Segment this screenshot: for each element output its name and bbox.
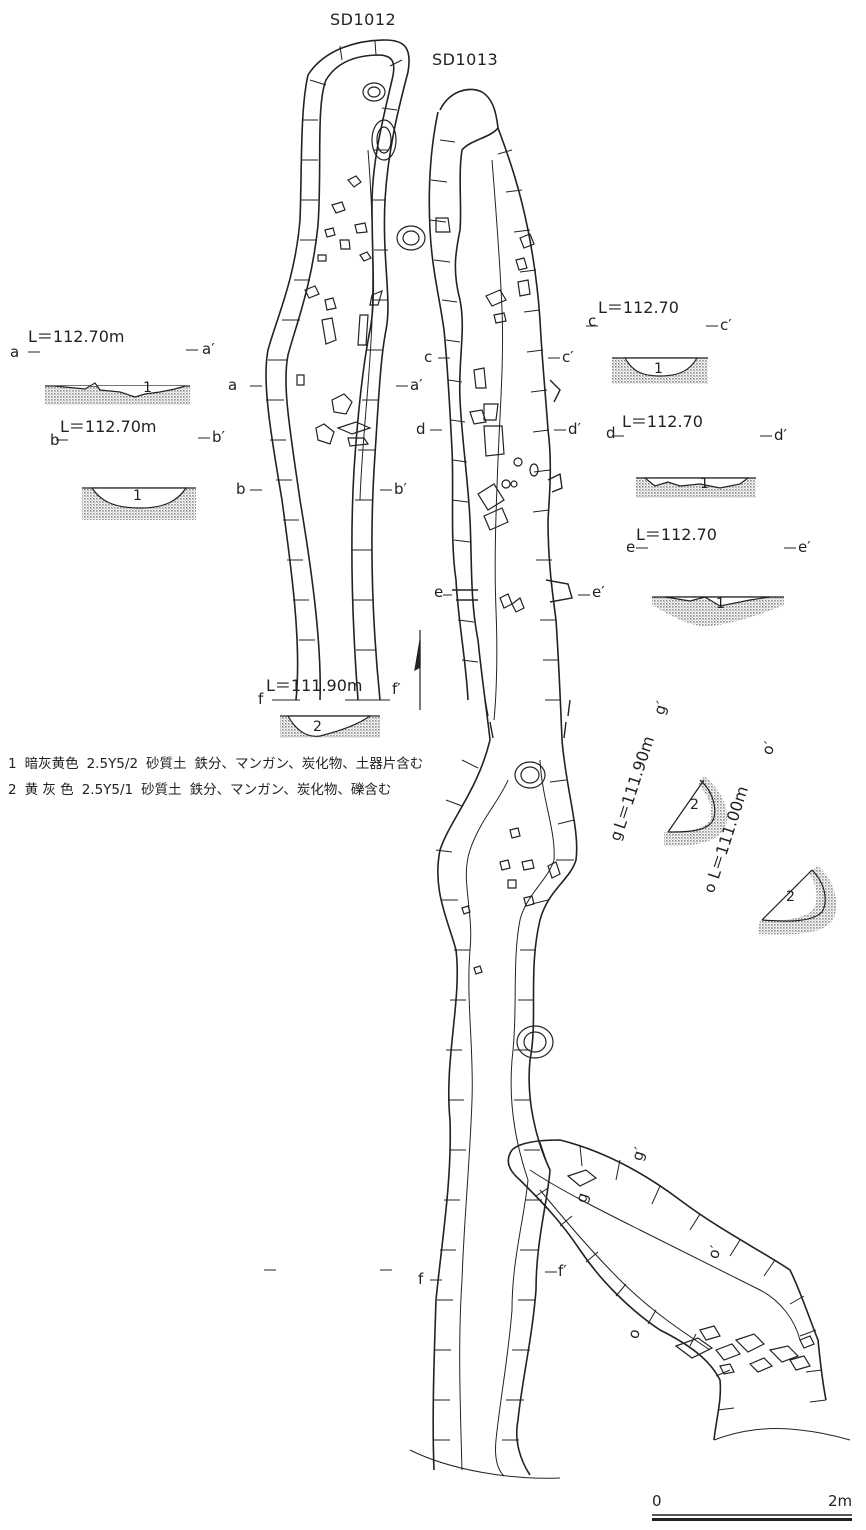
sd1013-lower-inner — [459, 779, 509, 1471]
plan-b-start: b — [236, 480, 246, 498]
section-c-layer: 1 — [654, 361, 663, 377]
sd1013-right-bank — [497, 127, 563, 741]
sd1012-stones — [296, 82, 397, 447]
legend-2-no: 2 — [8, 782, 17, 798]
legend-1-inclusions: 鉄分、マンガン、炭化物、土器片含む — [194, 756, 424, 772]
profile-a — [45, 382, 190, 405]
section-e-elevation: L＝112.70 — [636, 525, 717, 544]
sd1013-center-line — [491, 159, 504, 721]
section-e-notch — [452, 379, 573, 603]
sd1012-plan — [265, 39, 410, 701]
section-f-elevation: L＝111.90m — [266, 676, 363, 695]
branch-channel — [507, 1139, 851, 1441]
plan-c-start: c — [424, 348, 433, 366]
legend-row-2: 2 黄 灰 色 2.5Y5/1 砂質土鉄分、マンガン、炭化物、礫含む — [8, 782, 399, 798]
sd1012-hachures — [266, 40, 403, 651]
sd1013-outer-left — [439, 88, 499, 741]
section-o-layer: 2 — [786, 889, 795, 905]
plan-d-start: d — [416, 420, 426, 438]
profile-e — [652, 596, 784, 627]
section-b-elevation: L＝112.70m — [60, 417, 157, 436]
legend-2-inclusions: 鉄分、マンガン、炭化物、礫含む — [189, 782, 392, 798]
section-d-layer: 1 — [700, 476, 709, 492]
sd1013-title: SD1013 — [432, 50, 499, 69]
branch-stones — [566, 1169, 815, 1375]
scale-bar — [652, 1514, 852, 1521]
sd1013-bottom-arc — [409, 1449, 561, 1479]
sd1013-plan — [409, 88, 578, 1479]
sd1013-lower-right — [515, 739, 578, 1476]
profile-g — [664, 776, 728, 846]
legend-1-soil: 砂質土 — [146, 756, 187, 772]
sd1013-inner-right — [495, 759, 555, 1477]
plan-f-start: f — [418, 1270, 424, 1288]
sd1013-stones — [396, 217, 561, 1059]
sd1012-title: SD1012 — [330, 10, 397, 29]
section-a-layer: 1 — [143, 380, 152, 396]
section-f-start-label: f — [258, 690, 264, 708]
section-a-start-label: a — [10, 343, 20, 361]
section-f-end-label: f′ — [392, 680, 401, 698]
profile-o — [758, 866, 837, 935]
section-d-end-label: d′ — [774, 426, 787, 444]
plan-f-end: f′ — [558, 1262, 567, 1280]
plan-b-end: b′ — [394, 480, 407, 498]
sd1012-inner-edge — [285, 54, 395, 701]
section-b-layer: 1 — [133, 488, 142, 504]
profile-f — [280, 715, 380, 738]
section-f-layer: 2 — [313, 719, 322, 735]
branch-hachures — [535, 1141, 827, 1411]
sd1013-outer-right — [428, 111, 469, 701]
section-e-end-label: e′ — [798, 538, 811, 556]
plan-e-end: e′ — [592, 583, 605, 601]
profile-b — [82, 487, 196, 520]
legend-2-color: 黄 灰 色 — [24, 782, 74, 798]
scale-start-label: 0 — [652, 1492, 662, 1510]
profile-c — [612, 357, 708, 384]
section-e-start-label: e — [626, 538, 636, 556]
legend-1-no: 1 — [8, 756, 17, 772]
legend-row-1: 1 暗灰黄色 2.5Y5/2 砂質土鉄分、マンガン、炭化物、土器片含む — [8, 756, 431, 772]
section-g-layer: 2 — [690, 797, 699, 813]
section-c-elevation: L＝112.70 — [598, 298, 679, 317]
legend-1-munsell: 2.5Y5/2 — [86, 756, 139, 772]
section-c-end-label: c′ — [720, 316, 732, 334]
sd1013-hachures — [429, 139, 575, 1441]
sd1013-lower-left — [432, 739, 491, 1471]
scale-end-label: 2m — [828, 1492, 853, 1510]
section-e-layer: 1 — [716, 596, 725, 612]
section-b-start-label: b — [50, 431, 60, 449]
legend-2-munsell: 2.5Y5/1 — [81, 782, 134, 798]
plan-c-end: c′ — [562, 348, 574, 366]
legend-1-color: 暗灰黄色 — [24, 756, 79, 772]
plan-d-end: d′ — [568, 420, 581, 438]
section-a-elevation: L＝112.70m — [28, 327, 125, 346]
north-arrow — [414, 630, 421, 710]
sd1012-outer-edge — [265, 39, 410, 701]
profile-d — [636, 477, 756, 498]
section-a-end-label: a′ — [202, 340, 215, 358]
section-c-start-label: c — [588, 312, 597, 330]
plan-a-start: a — [228, 376, 238, 394]
legend-2-soil: 砂質土 — [141, 782, 182, 798]
section-leaders — [28, 325, 796, 1281]
plan-e-start: e — [434, 583, 444, 601]
section-d-elevation: L＝112.70 — [622, 412, 703, 431]
section-d-start-label: d — [606, 424, 616, 442]
plan-a-end: a′ — [410, 376, 423, 394]
section-b-end-label: b′ — [212, 428, 225, 446]
